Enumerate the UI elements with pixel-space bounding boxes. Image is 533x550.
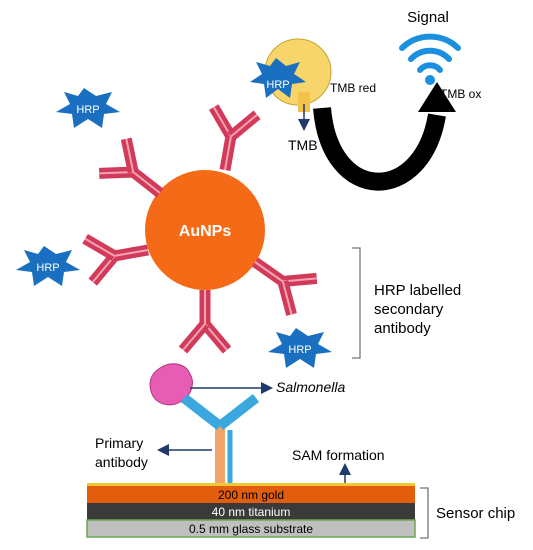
tmb-ox-label: TMB ox: [440, 87, 481, 101]
hrp-star-top: HRP: [250, 58, 306, 98]
signal-label: Signal: [407, 9, 449, 26]
antibody-bottom: [183, 290, 227, 350]
signal-icon: [399, 33, 461, 85]
hrp-star-upper-left: HRP: [56, 88, 120, 128]
tmb-stem: [298, 92, 310, 112]
svg-text:HRP: HRP: [288, 344, 311, 356]
tmb-label: TMB: [288, 137, 318, 153]
sam-label: SAM formation: [292, 447, 385, 463]
sensor-chip-label: Sensor chip: [436, 505, 515, 522]
secondary-bracket: [352, 247, 361, 359]
svg-text:HRP: HRP: [76, 104, 99, 116]
primary-antibody: [180, 394, 260, 483]
hrp-star-right: HRP: [268, 328, 332, 368]
gold-layer: [87, 486, 415, 503]
tmb-red-label: TMB red: [330, 81, 376, 95]
antibody-left: [85, 228, 152, 282]
sensor-chip-bracket: [420, 487, 429, 539]
glass-label: 0.5 mm glass substrate: [189, 522, 313, 536]
antibody-top: [203, 107, 257, 174]
gold-label: 200 nm gold: [218, 488, 284, 502]
sam-layer: [87, 483, 415, 486]
titanium-label: 40 nm titanium: [212, 505, 291, 519]
primary-label-2: antibody: [95, 454, 148, 470]
svg-text:HRP: HRP: [36, 262, 59, 274]
conversion-arrow: [313, 107, 446, 191]
glass-layer: [86, 519, 416, 538]
hrp-star-left: HRP: [16, 246, 80, 286]
secondary-label-3: antibody: [374, 320, 431, 337]
svg-text:HRP: HRP: [266, 79, 289, 91]
secondary-label-1: HRP labelled: [374, 282, 461, 299]
aunp-label: AuNPs: [179, 223, 232, 240]
salmonella-cell: [149, 363, 193, 406]
primary-label-1: Primary: [95, 435, 143, 451]
secondary-label-2: secondary: [374, 301, 444, 318]
titanium-layer: [87, 503, 415, 520]
salmonella-label: Salmonella: [276, 379, 345, 395]
conversion-arrowhead: [418, 82, 456, 112]
aunp: [145, 170, 265, 290]
